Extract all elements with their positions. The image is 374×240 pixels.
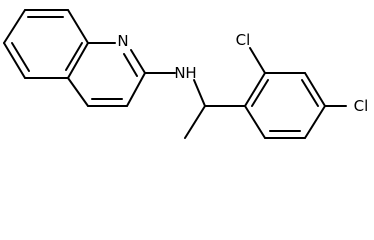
bond-ar-4 [304, 105, 326, 139]
bond-fusion [67, 42, 89, 79]
bond-fusion-top [67, 9, 89, 44]
bond-fusion-inner [65, 42, 83, 71]
bond-ar-cl-ortho [249, 47, 266, 74]
atom-chlorine-para: Cl [354, 97, 369, 115]
atom-amine-n: N [174, 64, 185, 82]
atom-amine-h: H [185, 64, 196, 82]
atom-quinoline-n: N [117, 32, 128, 50]
bond-ar-3 [304, 72, 326, 107]
bond-n1-c2-inner [123, 53, 138, 77]
background [0, 0, 374, 145]
bond-c4-c4a [67, 77, 89, 107]
bond-ar-3-inner [301, 79, 319, 107]
atom-chlorine-ortho: Cl [236, 31, 251, 49]
quinoline-ring-system [3, 9, 146, 107]
bond-methyl [184, 105, 206, 139]
bond-nh-ch [193, 79, 206, 107]
bond-benzo-upper-left [3, 9, 26, 44]
bond-benzo-lower-left [3, 42, 26, 79]
amine-linker [144, 72, 246, 139]
bond-ar-1-inner [251, 79, 269, 107]
bond-benzo-lower-left-inner [11, 42, 30, 72]
bond-n1-c2 [130, 49, 146, 74]
bond-ar-1 [244, 72, 266, 107]
bond-c2-c3 [126, 72, 146, 107]
bond-ar-6 [244, 105, 266, 139]
dichlorophenyl-ring [244, 47, 347, 139]
chemical-structure-diagram: N N H Cl Cl [0, 0, 374, 145]
